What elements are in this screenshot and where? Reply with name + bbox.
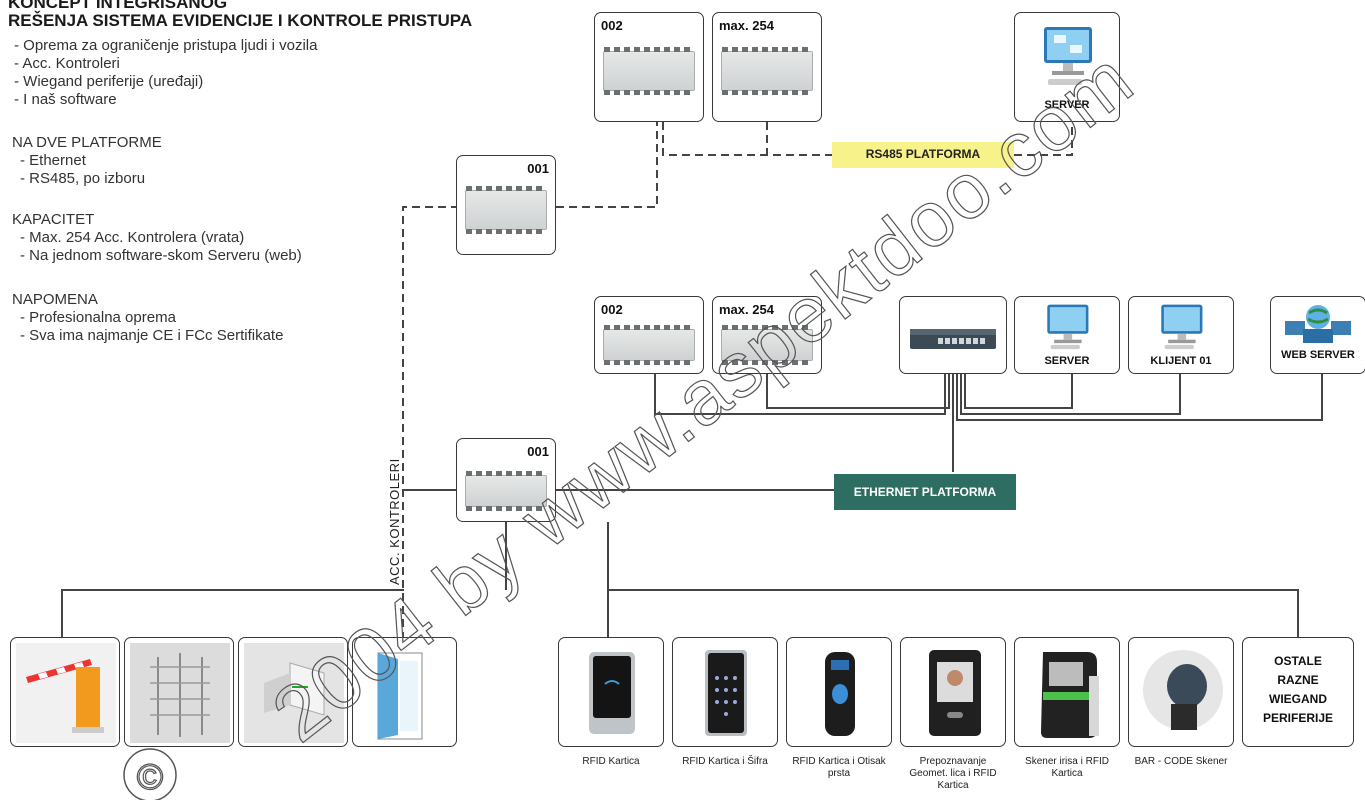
barrier-gate-icon	[16, 643, 116, 743]
web-server-globe-icon	[1285, 305, 1351, 343]
eth-client[interactable]: KLIJENT 01	[1128, 296, 1234, 374]
barrier-gate-box[interactable]	[10, 637, 120, 747]
barcode-scanner-icon	[1143, 650, 1223, 730]
eth-server[interactable]: SERVER	[1014, 296, 1120, 374]
controller-device-icon	[721, 325, 813, 365]
eth-controller-002[interactable]: 002	[594, 296, 704, 374]
peripheral-caption: RFID Kartica i Otisak prsta	[792, 756, 886, 779]
intro-item: - I naš software	[14, 91, 117, 108]
other-wiegand-line: PERIFERIJE	[1262, 711, 1334, 725]
eth-controller-001[interactable]: 001	[456, 438, 556, 522]
heading-line-1: KONCEPT INTEGRISANOG	[8, 0, 228, 12]
server-computer-icon	[1047, 304, 1089, 350]
controller-device-icon	[465, 186, 547, 234]
heading-line-2: REŠENJA SISTEMA EVIDENCIJE I KONTROLE PR…	[8, 11, 473, 30]
platforms-item: - Ethernet	[20, 152, 86, 169]
controller-label: max. 254	[719, 302, 774, 317]
capacity-item: - Max. 254 Acc. Kontrolera (vrata)	[20, 229, 245, 246]
capacity-title: KAPACITET	[12, 211, 95, 228]
rs485-controller-max[interactable]: max. 254	[712, 12, 822, 122]
peripheral-caption: Prepoznavanje Geomet. lica i RFID Kartic…	[909, 756, 997, 791]
controller-label: max. 254	[719, 18, 774, 33]
peripheral-caption: RFID Kartica i Šifra	[682, 756, 768, 767]
intro-item: - Oprema za ograničenje pristupa ljudi i…	[14, 37, 318, 54]
other-wiegand-line: OSTALE	[1274, 654, 1322, 668]
intro-list: - Oprema za ograničenje pristupa ljudi i…	[14, 37, 317, 109]
client-label: KLIJENT 01	[1150, 355, 1212, 367]
fingerprint-reader-box[interactable]	[786, 637, 892, 747]
speed-gate-icon	[244, 643, 344, 743]
controller-device-icon	[721, 47, 813, 95]
rfid-keypad-box[interactable]	[672, 637, 778, 747]
note-item: - Sva ima najmanje CE i FCc Sertifikate	[20, 327, 284, 344]
peripheral-caption: Skener irisa i RFID Kartica	[1025, 756, 1109, 779]
controller-device-icon	[603, 325, 695, 365]
fingerprint-reader-icon	[825, 652, 855, 736]
controller-device-icon	[465, 471, 547, 511]
speed-gate-box[interactable]	[238, 637, 348, 747]
intro-item: - Wiegand periferije (uređaji)	[14, 73, 204, 90]
acc-controllers-label: ACC. KONTROLERI	[387, 458, 402, 585]
peripheral-caption: RFID Kartica	[582, 756, 640, 767]
other-wiegand-box[interactable]: OSTALE RAZNE WIEGAND PERIFERIJE	[1242, 637, 1354, 747]
rs485-bus	[402, 122, 1073, 640]
rs485-controller-001[interactable]: 001	[456, 155, 556, 255]
full-height-turnstile-icon	[130, 643, 230, 743]
rfid-reader-box[interactable]	[558, 637, 664, 747]
web-server[interactable]: WEB SERVER	[1270, 296, 1365, 374]
face-recognition-box[interactable]	[900, 637, 1006, 747]
door-box[interactable]	[352, 637, 457, 747]
rs485-platform-badge: RS485 PLATFORMA	[832, 142, 1014, 168]
iris-scanner-box[interactable]	[1014, 637, 1120, 747]
controller-label: 001	[527, 444, 549, 459]
platforms-title: NA DVE PLATFORME	[12, 134, 162, 151]
turnstile-box[interactable]	[124, 637, 234, 747]
controller-device-icon	[603, 47, 695, 95]
controller-label: 002	[601, 302, 623, 317]
peripheral-caption: BAR - CODE Skener	[1134, 756, 1228, 767]
face-recognition-terminal-icon	[929, 650, 981, 736]
rfid-reader-icon	[589, 652, 635, 734]
switch-icon	[910, 329, 996, 349]
capacity-item: - Na jednom software-skom Serveru (web)	[20, 247, 302, 264]
other-wiegand-line: WIEGAND	[1269, 692, 1327, 706]
ethernet-bus	[61, 374, 1323, 637]
note-item: - Profesionalna oprema	[20, 309, 176, 326]
eth-controller-max[interactable]: max. 254	[712, 296, 822, 374]
note-title: NAPOMENA	[12, 291, 98, 308]
intro-item: - Acc. Kontroleri	[14, 55, 120, 72]
platforms-item: - RS485, po izboru	[20, 170, 146, 187]
other-wiegand-label: OSTALE RAZNE WIEGAND PERIFERIJE	[1243, 652, 1353, 728]
server-label: SERVER	[1044, 99, 1090, 111]
diagram-heading: KONCEPT INTEGRISANOG REŠENJA SISTEMA EVI…	[8, 0, 472, 30]
server-computer-icon	[1044, 27, 1092, 85]
network-switch[interactable]	[899, 296, 1007, 374]
rs485-controller-002[interactable]: 002	[594, 12, 704, 122]
ethernet-platform-badge: ETHERNET PLATFORMA	[834, 474, 1016, 510]
capacity-section: KAPACITET - Max. 254 Acc. Kontrolera (vr…	[12, 211, 302, 265]
web-server-label: WEB SERVER	[1281, 349, 1355, 361]
note-section: NAPOMENA - Profesionalna oprema - Sva im…	[12, 291, 283, 345]
other-wiegand-line: RAZNE	[1277, 673, 1319, 687]
controller-label: 002	[601, 18, 623, 33]
controller-label: 001	[527, 161, 549, 176]
door-icon	[377, 652, 423, 740]
server-label: SERVER	[1044, 355, 1090, 367]
iris-scanner-icon	[1041, 652, 1099, 738]
platforms-section: NA DVE PLATFORME - Ethernet - RS485, po …	[12, 134, 162, 188]
rs485-server[interactable]: SERVER	[1014, 12, 1120, 122]
client-computer-icon	[1161, 304, 1203, 350]
rfid-keypad-icon	[705, 650, 747, 736]
barcode-scanner-box[interactable]	[1128, 637, 1234, 747]
